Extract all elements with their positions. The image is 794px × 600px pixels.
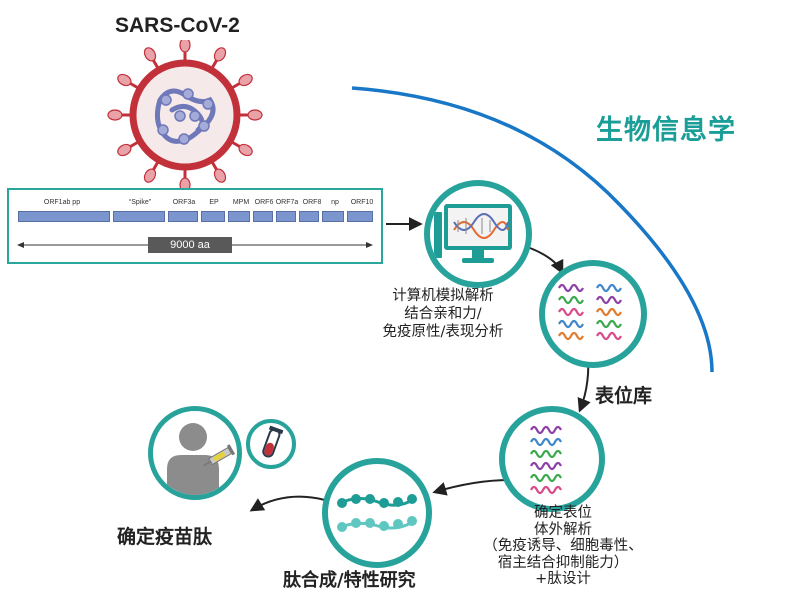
vaccine-label: 确定疫苗肽 xyxy=(117,526,213,548)
orf-bar xyxy=(347,211,373,222)
confirm-line: 体外解析 xyxy=(534,521,592,538)
arrow-synthesis-to-vaccine xyxy=(249,495,326,512)
confirm-epitope-circle xyxy=(499,406,605,512)
orf-bar xyxy=(276,211,296,222)
spike-head xyxy=(143,168,157,183)
spike-head xyxy=(247,109,263,121)
spike-head xyxy=(238,73,253,87)
confirm-line: （免疫诱导、细胞毒性、 xyxy=(483,538,643,554)
synthesis-circle xyxy=(322,458,432,568)
computer-analysis-text: 计算机模拟解析 结合亲和力/ 免疫原性/表现分析 xyxy=(358,287,528,341)
epitope-library-circle xyxy=(539,260,647,368)
computer-analysis-circle xyxy=(424,180,532,288)
spike-head xyxy=(107,109,123,121)
spike-head xyxy=(238,143,253,157)
spike-head xyxy=(213,168,227,183)
vaccine-vial-circle xyxy=(246,419,296,469)
orf-bar xyxy=(228,211,250,222)
orf-bar xyxy=(299,211,319,222)
synthesis-label: 肽合成/特性研究 xyxy=(283,570,416,591)
length-label: 9000 aa xyxy=(148,237,232,253)
orf-label: ORF7a xyxy=(275,199,299,206)
orf-bar xyxy=(113,211,165,222)
orf-label: np xyxy=(331,199,339,206)
orf-bar xyxy=(322,211,344,222)
computer-analysis-line: 结合亲和力/ xyxy=(404,306,482,322)
orf-label: ORF8 xyxy=(302,199,322,206)
epitope-selection-icon xyxy=(530,425,562,495)
orf-label: “Spike” xyxy=(128,199,152,206)
spike-head xyxy=(213,47,227,62)
genome-map: ORF1ab pp “Spike” ORF3a EP MPM ORF6 ORF7… xyxy=(7,188,383,264)
computer-analysis-line: 计算机模拟解析 xyxy=(392,288,494,304)
spike-head xyxy=(143,47,157,62)
spike-head xyxy=(117,143,132,157)
bioinformatics-label: 生物信息学 xyxy=(596,115,736,146)
epitope-library-label: 表位库 xyxy=(595,385,653,407)
orf-bar xyxy=(18,211,110,222)
spike-head xyxy=(179,40,191,53)
virus-title: SARS-CoV-2 xyxy=(115,14,240,37)
nucleocapsid xyxy=(157,88,214,145)
computer-dna-icon xyxy=(434,204,512,263)
orf-label: ORF3a xyxy=(172,199,196,206)
confirm-line: 宿主结合抑制能力） xyxy=(497,554,629,571)
computer-analysis-line: 免疫原性/表现分析 xyxy=(382,324,504,340)
orf-label: EP xyxy=(209,199,219,206)
orf-bar xyxy=(168,211,198,222)
peptide-chain-icon xyxy=(337,494,417,532)
peptide-library-icon xyxy=(558,283,622,341)
orf-bar xyxy=(201,211,225,222)
virus-illustration xyxy=(107,40,263,190)
orf-label: MPM xyxy=(232,199,250,206)
arrow-confirm-to-synthesis xyxy=(432,479,511,496)
confirm-line: 确定表位 xyxy=(534,505,592,521)
arrow-computer-to-library xyxy=(529,247,564,275)
confirm-line: +肽设计 xyxy=(535,571,591,587)
confirm-epitope-text: 确定表位 体外解析 （免疫诱导、细胞毒性、 宿主结合抑制能力） +肽设计 xyxy=(468,505,658,588)
vaccine-person-circle xyxy=(148,406,242,500)
orf-bar xyxy=(253,211,273,222)
orf-label: ORF10 xyxy=(350,199,374,206)
spike-head xyxy=(117,73,132,87)
orf-label: ORF6 xyxy=(254,199,274,206)
person-vaccination-icon xyxy=(167,423,236,495)
test-tube-icon xyxy=(262,425,284,458)
orf-label: ORF1ab pp xyxy=(43,199,81,206)
